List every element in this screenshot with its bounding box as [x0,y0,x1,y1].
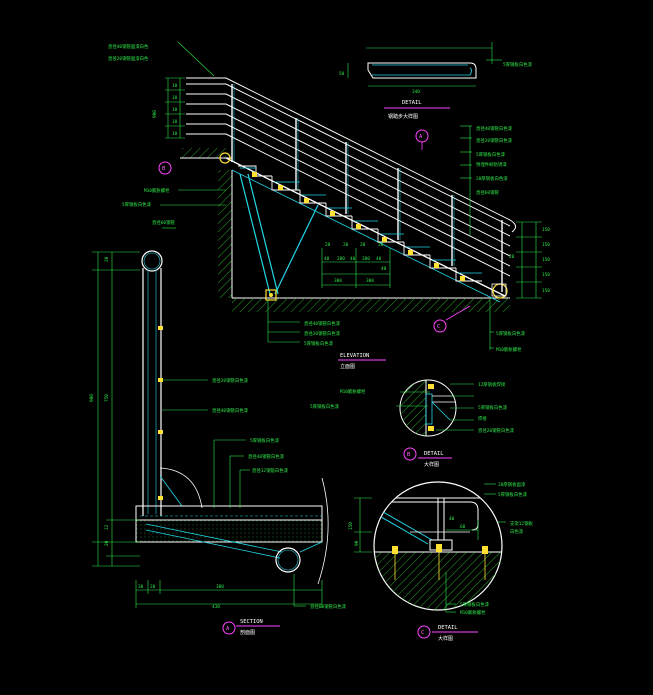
detail-b-subtitle: 大样图 [424,461,439,468]
section-title: SECTION [240,619,263,625]
rail-spacing-3: 10 [172,107,178,113]
tread-span-6: 40 [381,266,387,272]
note-right-4: 预埋件刷防锈漆 [476,161,507,168]
note-sec-mid2: 直径40钢管白色漆 [212,407,249,414]
note-right-5: 20厚钢板白色漆 [476,175,508,182]
marker-b-elev: B [162,166,165,172]
section-subtitle: 剖面图 [240,629,255,636]
sec-20-dim: 20 [104,256,110,262]
rail-spacing-2: 10 [172,95,178,101]
note-c3: 支架12钢板 [510,520,533,527]
c-150-dim: 150 [348,522,354,530]
rail-spacing-5: 10 [172,131,178,137]
note-m10: M10膨胀螺栓 [144,187,170,194]
tread-span-1: 40 [324,256,330,262]
marker-a-elev: A [419,134,423,140]
c-40-dim: 40 [449,516,455,522]
detail-c-subtitle: 大样图 [438,635,453,642]
note-sec-bottom: 直径60钢管白色漆 [310,603,347,610]
note-rail-top-2: 直径20钢管面漆白色 [108,55,149,62]
note-c4: 白色漆 [510,528,524,535]
c-90-dim: 90 [354,540,360,546]
note-sec-top: 直径60钢管 [152,219,175,226]
rail-spacing-1: 10 [172,83,178,89]
riser-dim-2: 150 [542,242,550,248]
marker-b-title: B [407,452,410,458]
tread-height-dim: 50 [339,71,345,77]
note-right-1: 直径40钢管白色漆 [476,125,513,132]
elevation-title: ELEVATION [340,353,369,359]
tread-span-2: 40 [350,256,356,262]
note-c6: M10膨胀螺栓 [460,609,486,616]
detail-b: M10膨胀螺栓 5厚钢板白色漆 12厚钢板焊接 5厚钢板白色漆 焊接 直径20钢… [310,379,515,468]
tread-total-2: 300 [366,278,374,284]
tread-note: 5厚钢板白色漆 [503,61,533,68]
sec-20b-dim: 20 [104,540,110,546]
note-elev-b2: 直径20钢管白色漆 [304,330,341,337]
note-left-plate: 5厚钢板白色漆 [122,201,152,208]
c-60-dim: 60 [460,524,466,530]
sec-20c-dim: 20 [150,584,156,590]
tread-offset-3: 20 [360,242,366,248]
riser-dim-1: 150 [542,227,550,233]
marker-c-title: C [421,630,424,636]
riser-dim-3: 150 [542,257,550,263]
note-b1: M10膨胀螺栓 [340,388,366,395]
sec-height-dim: 900 [89,394,95,402]
elevation-subtitle: 立面图 [340,363,355,370]
detail-c: 150 90 40 60 20厚钢板面漆 5厚钢板白色漆 支架12钢板 白色漆 … [348,481,533,642]
note-sec-low1: 5厚钢板白色漆 [250,437,280,444]
section-view: 直径60钢管 直径20钢管白色漆 直径40钢管白色漆 5厚钢板白色漆 直径40钢… [89,219,347,636]
tread-span-3: 200 [337,256,345,262]
note-c5: 5厚钢板白色漆 [460,601,490,608]
sec-width-dim: 380 [216,584,224,590]
tread-depth-dim: 340 [412,89,420,95]
elev-right-dim: 20 [509,254,515,260]
marker-c-elev: C [437,324,440,330]
note-c2: 5厚钢板白色漆 [498,491,528,498]
note-elev-b3: 5厚钢板白色漆 [304,340,334,347]
elevation-view: 900 10 10 10 10 10 直径40钢管面漆白色 直径20钢管面漆白色… [108,41,550,370]
detail-c-title: DETAIL [438,625,457,631]
note-rail-top-1: 直径40钢管面漆白色 [108,43,149,50]
tread-offset-2: 20 [343,242,349,248]
note-sec-mid1: 直径20钢管白色漆 [212,377,249,384]
riser-dim-4: 150 [542,272,550,278]
sec-total-dim: 430 [212,604,220,610]
sec-inner-dim: 750 [104,394,110,402]
note-sec-low2: 直径40钢管白色漆 [248,453,285,460]
note-b3: 12厚钢板焊接 [478,381,506,388]
sec-30-dim: 30 [138,584,144,590]
tread-span-4: 200 [362,256,370,262]
note-b5: 焊接 [478,415,487,422]
post-height-dim: 900 [152,110,158,118]
note-elev-b1: 直径40钢管白色漆 [304,320,341,327]
detail-top-title: DETAIL [402,100,421,106]
tread-span-5: 40 [376,256,382,262]
note-b2: 5厚钢板白色漆 [310,403,340,410]
note-elev-r1: 5厚钢板白色漆 [496,330,526,337]
detail-top-subtitle: 钢踏步大样图 [388,113,418,120]
riser-dim-5: 150 [542,288,550,294]
tread-offset-1: 20 [325,242,331,248]
tread-offset-4: 20 [378,242,384,248]
tread-total-1: 300 [334,278,342,284]
note-b4: 5厚钢板白色漆 [478,404,508,411]
note-b6: 直径20钢管白色漆 [478,427,515,434]
note-right-2: 直径20钢管白色漆 [476,137,513,144]
tread-detail: 340 50 5厚钢板白色漆 DETAIL 钢踏步大样图 [339,42,533,120]
rail-spacing-4: 10 [172,119,178,125]
marker-a-title: A [226,626,230,632]
detail-b-title: DETAIL [424,451,443,457]
note-c1: 20厚钢板面漆 [498,481,526,488]
sec-12-dim: 12 [104,524,110,530]
note-elev-r2: M10膨胀螺栓 [496,346,522,353]
note-right-6: 直径60钢管 [476,189,499,196]
note-sec-low3: 直径12钢筋白色漆 [252,467,289,474]
note-right-3: 5厚钢板白色漆 [476,151,506,158]
